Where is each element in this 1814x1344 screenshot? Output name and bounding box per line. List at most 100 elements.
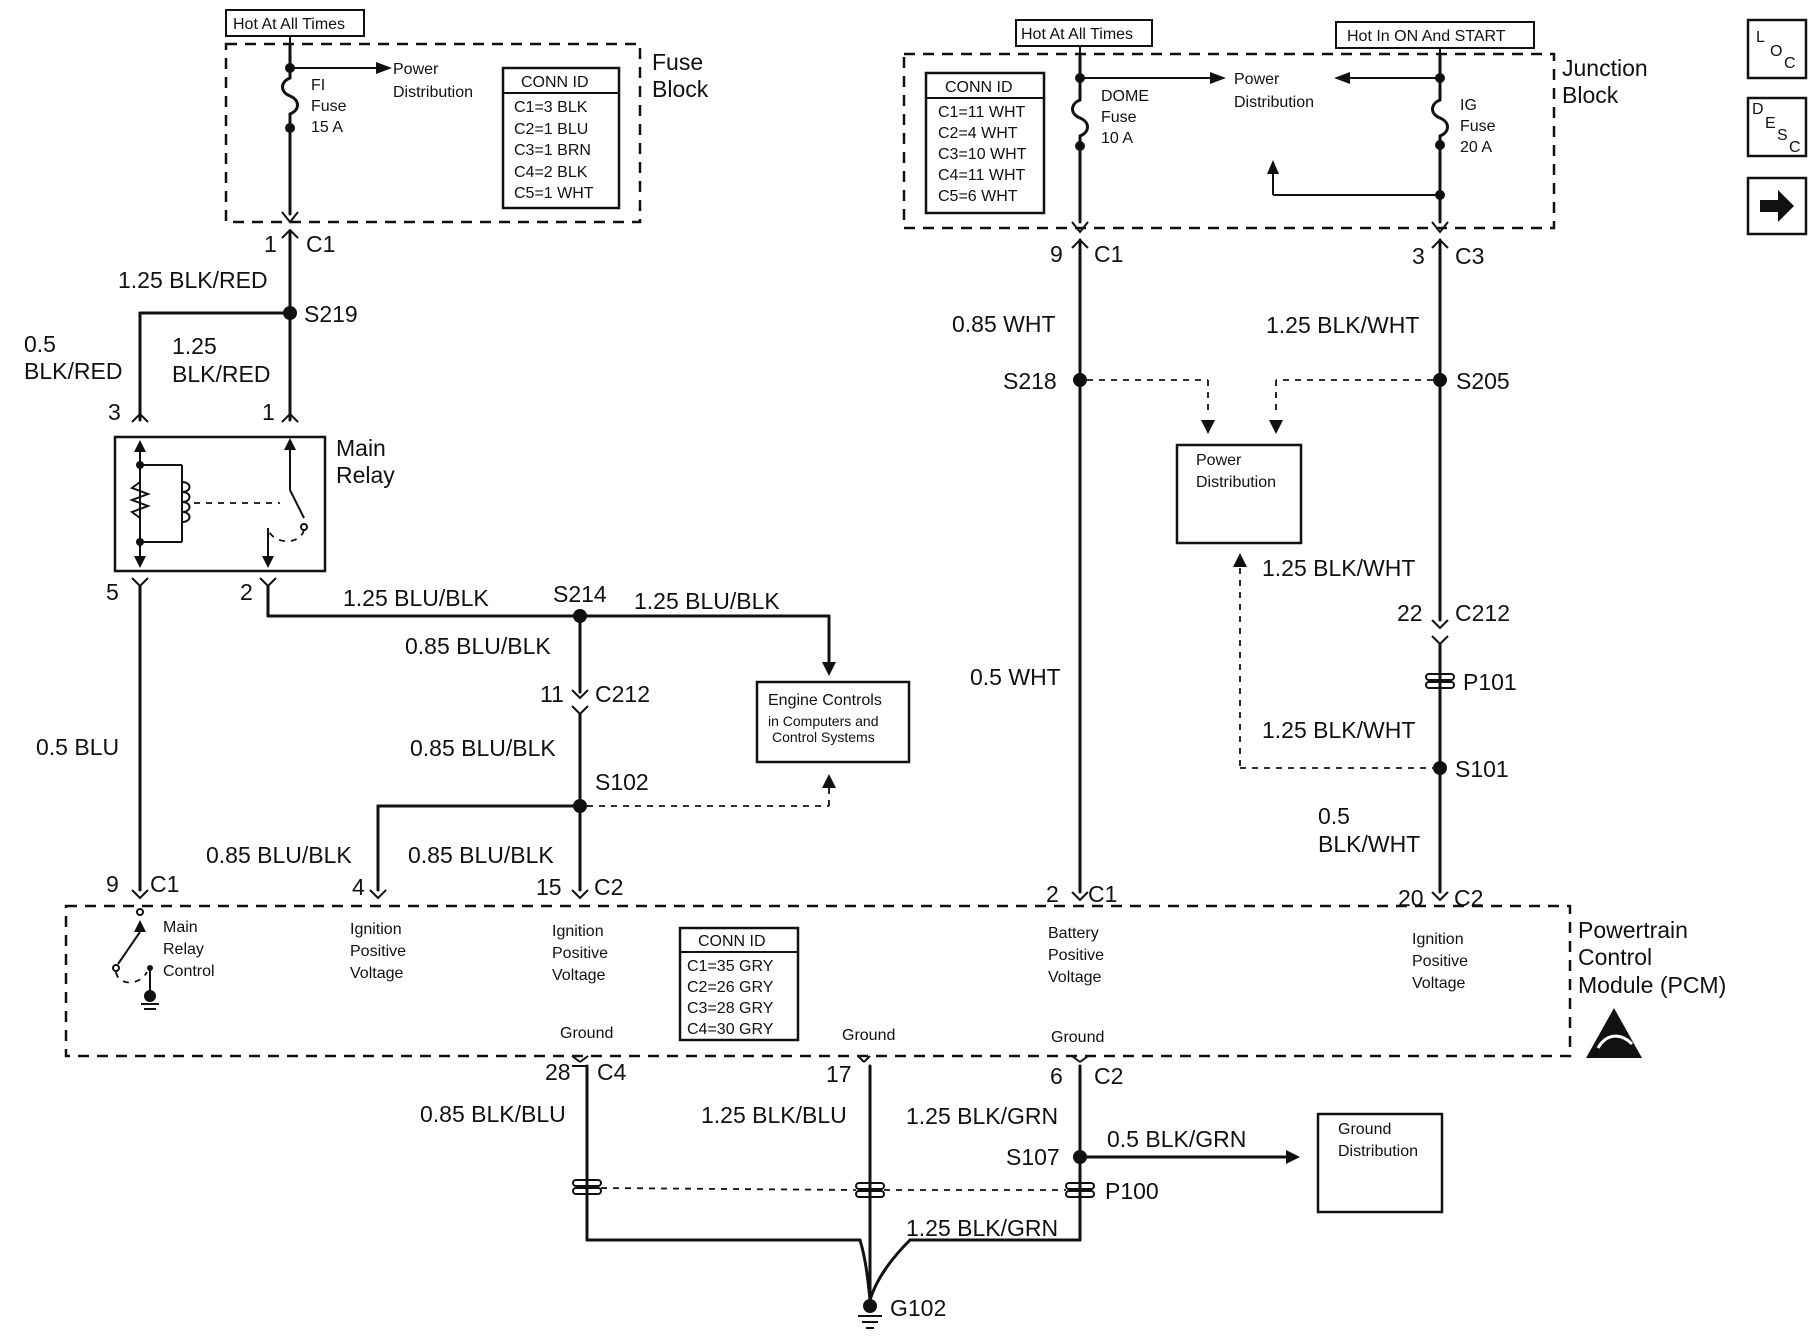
- svg-text:C: C: [1784, 55, 1796, 72]
- svg-text:Ignition: Ignition: [552, 923, 604, 940]
- svg-text:S205: S205: [1456, 368, 1510, 394]
- power-distribution-label: Power: [1196, 452, 1242, 469]
- esd-warning-icon: [1586, 1008, 1642, 1058]
- svg-text:3: 3: [1412, 243, 1425, 269]
- svg-text:Hot In ON And START: Hot In ON And START: [1347, 28, 1506, 45]
- splice-label: S219: [304, 301, 358, 327]
- svg-text:0.5: 0.5: [1318, 803, 1350, 829]
- svg-text:0.5 BLK/GRN: 0.5 BLK/GRN: [1107, 1126, 1246, 1152]
- svg-text:Block: Block: [1562, 82, 1619, 108]
- junction-block-title: Junction: [1562, 55, 1648, 81]
- svg-text:2: 2: [1046, 881, 1059, 907]
- hot-at-all-times-label: Hot At All Times: [233, 16, 345, 33]
- svg-text:Fuse: Fuse: [311, 98, 347, 115]
- svg-text:D: D: [1752, 101, 1764, 118]
- svg-text:C2=1 BLU: C2=1 BLU: [514, 121, 588, 138]
- svg-text:C1=3 BLK: C1=3 BLK: [514, 99, 588, 116]
- svg-text:S218: S218: [1003, 368, 1057, 394]
- ground-distribution-box[interactable]: [1316, 1112, 1444, 1214]
- svg-text:BLK/RED: BLK/RED: [24, 358, 122, 384]
- fuse-block-outline: [224, 42, 642, 224]
- svg-text:Ignition: Ignition: [350, 921, 402, 938]
- svg-text:22: 22: [1397, 600, 1423, 626]
- hot-at-all-times-label-box: [225, 9, 365, 37]
- svg-text:C1=35 GRY: C1=35 GRY: [687, 958, 774, 975]
- svg-text:1: 1: [262, 399, 275, 425]
- svg-text:C3=10 WHT: C3=10 WHT: [938, 146, 1027, 163]
- svg-text:C2=26 GRY: C2=26 GRY: [687, 979, 774, 996]
- wire-label: 1.25 BLK/RED: [118, 267, 268, 293]
- svg-text:0.85 BLU/BLK: 0.85 BLU/BLK: [405, 633, 551, 659]
- arrow-right-icon: [1210, 72, 1226, 84]
- svg-text:C5=1 WHT: C5=1 WHT: [514, 185, 594, 202]
- svg-text:S: S: [1777, 127, 1788, 144]
- svg-text:S214: S214: [553, 581, 607, 607]
- pcm-title: Powertrain: [1578, 917, 1688, 943]
- svg-text:P101: P101: [1463, 669, 1517, 695]
- pcm-outline: [64, 904, 1572, 1058]
- ground-circuit: 28 C4 17 6 C2 0.85 BLK/BLU 1.25 BLK/BLU …: [420, 1055, 1444, 1329]
- svg-text:9: 9: [106, 871, 119, 897]
- inline-connector-icon: [572, 1179, 602, 1187]
- engine-controls-label: Engine Controls: [768, 692, 882, 709]
- svg-text:2: 2: [240, 579, 253, 605]
- svg-text:C4=30 GRY: C4=30 GRY: [687, 1021, 774, 1038]
- svg-text:5: 5: [106, 579, 119, 605]
- svg-text:C1: C1: [1088, 881, 1117, 907]
- svg-text:C1: C1: [150, 871, 179, 897]
- next-button[interactable]: [1746, 176, 1808, 236]
- svg-text:CONN ID: CONN ID: [945, 79, 1013, 96]
- coil-icon: [181, 481, 191, 523]
- junction-block-outline: [902, 52, 1556, 230]
- svg-text:C3: C3: [1455, 243, 1484, 269]
- svg-text:1.25 BLU/BLK: 1.25 BLU/BLK: [343, 585, 489, 611]
- svg-text:Positive: Positive: [350, 943, 406, 960]
- fuse-block: Hot At All Times Fuse Block FI Fuse 15 A…: [224, 9, 709, 257]
- svg-text:Ground: Ground: [560, 1025, 613, 1042]
- side-nav: L O C D E S C: [1746, 18, 1808, 236]
- svg-text:C3=28 GRY: C3=28 GRY: [687, 1000, 774, 1017]
- svg-text:C2: C2: [594, 874, 623, 900]
- svg-text:0.85 BLU/BLK: 0.85 BLU/BLK: [206, 842, 352, 868]
- svg-text:Voltage: Voltage: [552, 967, 605, 984]
- engine-controls-box[interactable]: [755, 680, 911, 764]
- svg-text:28: 28: [545, 1059, 571, 1085]
- relay-switch-icon: [289, 489, 305, 519]
- svg-text:Voltage: Voltage: [1412, 975, 1465, 992]
- fuse-symbol-icon: [281, 76, 299, 116]
- svg-text:Block: Block: [652, 76, 709, 102]
- ground-distribution-label: Ground: [1338, 1121, 1391, 1138]
- arrow-up-icon: [1267, 160, 1279, 174]
- loc-button[interactable]: L O C: [1746, 18, 1808, 80]
- svg-text:BLK/RED: BLK/RED: [172, 361, 270, 387]
- svg-text:C4: C4: [597, 1059, 627, 1085]
- dome-fuse-name: DOME: [1101, 88, 1149, 105]
- fuse-block-title: Fuse: [652, 49, 703, 75]
- svg-text:1.25 BLK/GRN: 1.25 BLK/GRN: [906, 1103, 1058, 1129]
- battery-ignition-circuit: 0.85 WHT S218 0.5 WHT 1.25 BLK/WHT S205 …: [952, 238, 1517, 894]
- svg-text:C4=2 BLK: C4=2 BLK: [514, 164, 588, 181]
- svg-text:Fuse: Fuse: [1101, 109, 1137, 126]
- svg-text:4: 4: [352, 874, 365, 900]
- svg-text:L: L: [1756, 29, 1765, 46]
- svg-text:1.25 BLK/WHT: 1.25 BLK/WHT: [1266, 312, 1419, 338]
- power-distribution-box[interactable]: [1175, 443, 1303, 545]
- arrow-left-icon: [1334, 72, 1350, 84]
- svg-text:Positive: Positive: [552, 945, 608, 962]
- svg-text:1: 1: [264, 231, 277, 257]
- desc-button[interactable]: D E S C: [1746, 96, 1808, 158]
- svg-text:C: C: [1789, 139, 1801, 156]
- svg-text:S101: S101: [1455, 756, 1509, 782]
- svg-text:0.85 BLU/BLK: 0.85 BLU/BLK: [410, 735, 556, 761]
- conn-id-table: [501, 66, 621, 210]
- svg-text:Distribution: Distribution: [1234, 94, 1314, 111]
- svg-text:C1: C1: [306, 231, 335, 257]
- splice-s218: [1073, 373, 1087, 387]
- ig-fuse-name: IG: [1460, 97, 1477, 114]
- svg-text:C2=4 WHT: C2=4 WHT: [938, 125, 1018, 142]
- svg-text:C1=11 WHT: C1=11 WHT: [938, 104, 1026, 121]
- svg-text:10 A: 10 A: [1101, 130, 1133, 147]
- svg-text:Hot At All Times: Hot At All Times: [1021, 26, 1133, 43]
- svg-text:E: E: [1765, 115, 1776, 132]
